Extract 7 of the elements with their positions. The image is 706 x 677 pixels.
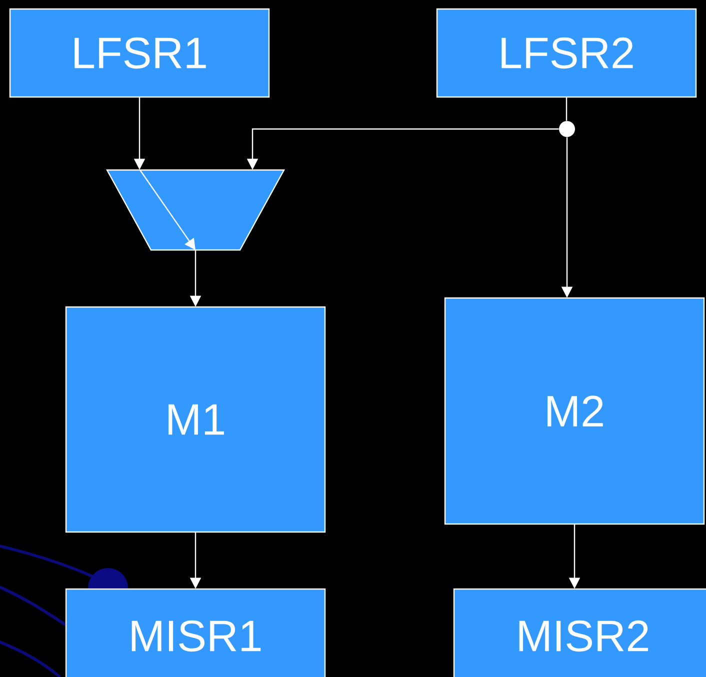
process-box: M2 (444, 297, 705, 525)
process-box: LFSR1 (9, 8, 270, 98)
junction-dot (559, 121, 575, 137)
process-box: MISR1 (65, 588, 326, 677)
process-box: MISR2 (453, 588, 706, 677)
process-box: LFSR2 (436, 8, 697, 98)
process-box: M1 (65, 306, 326, 533)
